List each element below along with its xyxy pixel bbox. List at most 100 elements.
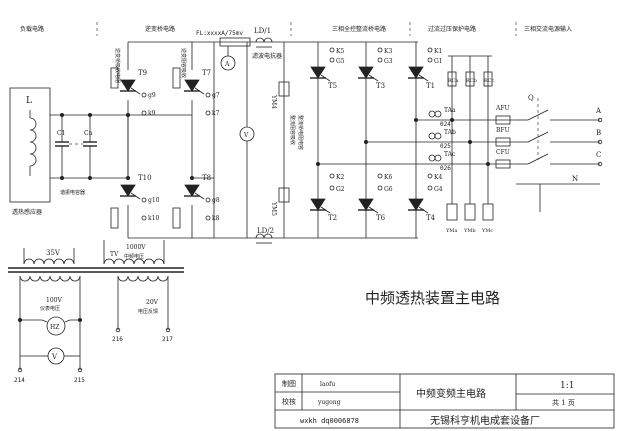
inverter-cathode-terminal-3 [205, 215, 211, 221]
tap-a-label: TAa [444, 107, 456, 114]
rectifier-top-g-terminal-2 [427, 57, 433, 63]
v35-label: 35V [46, 249, 61, 257]
fuse-label: FL:xxxxA/75mv [196, 30, 243, 37]
rectifier-top-k-label-1: K3 [384, 48, 392, 55]
title-block-frame [274, 373, 615, 429]
draw-name: laofu [320, 381, 335, 388]
filter-reactor-top [255, 37, 273, 48]
section-rectifier-title: 三相全控整流桥电路 [332, 25, 386, 33]
rectifier-thyristors [310, 66, 429, 214]
rectifier-bottom-g-label-0: G2 [336, 186, 345, 193]
inverter-cathode-terminal-2 [141, 215, 147, 221]
inverter-cathode-label-3: k8 [212, 215, 220, 222]
capacitor-c1-label: C1 [57, 130, 65, 137]
v100-label: 100V [46, 297, 62, 304]
terminal-217-label: 217 [162, 336, 173, 343]
breaker-switch [516, 98, 603, 212]
inverter-thyristors [120, 79, 205, 200]
section-protection-title: 过流过压保护电路 [428, 25, 476, 33]
switch-q-label: Q [528, 94, 534, 102]
phase-c-label: C [596, 151, 601, 159]
inverter-gate-label-1: g7 [212, 92, 220, 99]
inverter-thyristor-label-2: T10 [138, 174, 152, 182]
rectifier-top-k-terminal-0 [329, 47, 335, 53]
rectifier-bottom-k-label-2: K4 [434, 174, 442, 181]
rectifier-bottom-g-label-2: G4 [434, 186, 443, 193]
rectifier-bottom-k-terminal-0 [329, 173, 335, 179]
filter-reactor-label: 滤波电抗器 [252, 52, 282, 60]
ym5-label: YM5 [270, 201, 277, 216]
ym4-label: YM4 [270, 94, 277, 109]
rectifier-top-k-label-0: K5 [336, 48, 344, 55]
rectifier-bottom-thyristor-label-0: T2 [328, 214, 337, 222]
rc-c-label: RCc [484, 78, 495, 84]
section-input-title: 三相交流电源输入 [524, 25, 572, 33]
tv-label: TV [110, 251, 119, 258]
ammeter-label: A [224, 61, 230, 68]
main-title: 中频透热装置主电路 [365, 289, 500, 307]
rectifier-top-k-terminal-2 [427, 47, 433, 53]
rectifier-top-g-terminal-0 [329, 57, 335, 63]
rectifier-bottom-k-terminal-2 [427, 173, 433, 179]
fuses [495, 115, 511, 169]
rectifier-thyristor-t4 [408, 198, 429, 214]
ammeter [220, 46, 236, 71]
rectifier-bottom-g-terminal-0 [329, 185, 335, 191]
rectifier-bottom-k-label-0: K2 [336, 174, 344, 181]
company-name: 无锡科亨机电成套设备厂 [430, 414, 540, 427]
rectifier-top-g-label-1: G3 [384, 58, 393, 65]
inverter-gate-terminal-0 [141, 92, 147, 98]
rectifier-bottom-g-terminal-1 [377, 185, 383, 191]
ld1-label: LD/1 [254, 27, 271, 35]
section-load-title: 负载电路 [20, 25, 44, 33]
tap-b-label: TAb [444, 129, 456, 136]
inverter-thyristor-t8 [184, 184, 205, 200]
inverter-rc-label: 逆变阻容吸收 [180, 48, 187, 78]
inverter-thyristor-t7 [184, 79, 205, 95]
capacitor-bank-label: 谐振电容器 [60, 189, 85, 196]
inverter-gate-terminal-1 [205, 92, 211, 98]
ld2-label: LD/2 [257, 227, 274, 235]
fuse-shunt [219, 37, 251, 47]
wire-026-label: 026 [440, 165, 451, 172]
inverter-gate-label-3: g8 [212, 197, 220, 204]
v1000-label: 1000V [126, 244, 146, 251]
inverter-frame-wires [126, 41, 275, 239]
terminal-216-label: 216 [112, 336, 123, 343]
rectifier-thyristor-t5 [310, 66, 331, 82]
mid-v-label: 中频电压 [124, 253, 144, 260]
rectifier-bottom-g-label-1: G6 [384, 186, 393, 193]
phase-b-label: B [596, 129, 601, 137]
scale-value: 1:1 [560, 381, 574, 391]
rectifier-top-k-label-2: K1 [434, 48, 442, 55]
rectifier-top-k-terminal-1 [377, 47, 383, 53]
hz-meter-label: HZ [50, 324, 59, 331]
resonant-capacitors [55, 115, 97, 178]
protection-wires [438, 55, 516, 221]
rectifier-top-g-label-0: G5 [336, 58, 345, 65]
inverter-thyristor-label-1: T7 [202, 69, 211, 77]
inductor-L-label: L [26, 96, 32, 106]
rectifier-bottom-g-terminal-2 [427, 185, 433, 191]
inverter-absorber-resistors [110, 67, 181, 229]
feedback-label: 电压反馈 [138, 308, 158, 315]
neutral-n-label: N [572, 175, 578, 183]
fuse-c-label: CFU [496, 149, 510, 156]
drawing-title: 中频变频主电路 [416, 387, 486, 400]
inverter-cathode-label-1: k7 [212, 110, 220, 117]
transformer-tv [8, 240, 184, 373]
inductor-label: 透热感应器 [12, 208, 42, 216]
voltmeter [239, 42, 255, 238]
meter-v-label: 仪表电压 [40, 305, 60, 312]
phase-a-label: A [595, 107, 602, 115]
check-label: 校核 [282, 397, 296, 406]
filter-reactor-bottom [255, 233, 273, 244]
rectifier-top-g-terminal-1 [377, 57, 383, 63]
v-meter-label: V [51, 353, 58, 361]
inverter-cathode-label-0: k9 [148, 110, 156, 117]
wire-024-label: 024 [440, 121, 451, 128]
voltmeter-label: V [243, 132, 249, 139]
inverter-thyristor-label-0: T9 [138, 69, 147, 77]
